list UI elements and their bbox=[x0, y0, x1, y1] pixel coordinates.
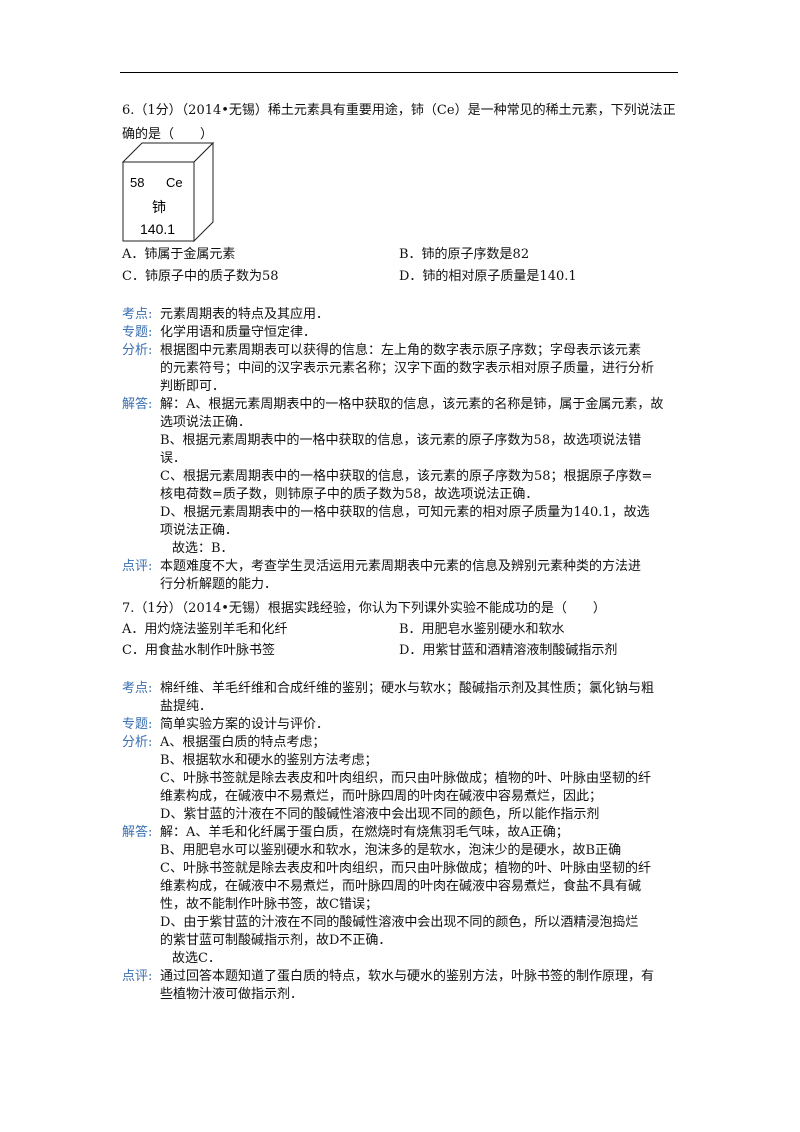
q7-jieda-line: 的紫甘蓝可制酸碱指示剂，故D不正确． bbox=[160, 933, 392, 948]
q6-dianping-line: 本题难度不大，考查学生灵活运用元素周期表中元素的信息及辨别元素种类的方法进 bbox=[160, 559, 642, 574]
q7-fenxi-line: B、根据软水和硬水的鉴别方法考虑； bbox=[160, 753, 378, 768]
q7-zhuanti-label: 专题: bbox=[122, 717, 153, 732]
q7-jieda-line: 解：A、羊毛和化纤属于蛋白质，在燃烧时有烧焦羽毛气味，故A正确； bbox=[160, 825, 569, 840]
q6-dianping-label: 点评: bbox=[122, 559, 153, 574]
q7-jieda-label: 解答: bbox=[122, 825, 153, 840]
q6-jieda-line: D、根据元素周期表中的一格中获取的信息，可知元素的相对原子质量为140.1，故选 bbox=[160, 505, 650, 520]
q7-kaodian-label: 考点: bbox=[122, 681, 153, 696]
q6-fenxi-line: 根据图中元素周期表可以获得的信息：左上角的数字表示原子序数；字母表示该元素 bbox=[160, 343, 642, 358]
q6-jieda-line: C、根据元素周期表中的一格中获取的信息，该元素的原子序数为58；根据原子序数= bbox=[160, 469, 653, 484]
q7-jieda-line: 维素构成，在碱液中不易煮烂，而叶脉四周的叶肉在碱液中容易煮烂，食盐不具有碱 bbox=[160, 879, 642, 894]
q7-fenxi-line: 维素构成，在碱液中不易煮烂，而叶脉四周的叶肉在碱液中容易煮烂，因此； bbox=[160, 789, 603, 804]
cerium-element-tile: 58 Ce 铈 140.1 bbox=[121, 141, 215, 243]
q7-kaodian-line: 棉纤维、羊毛纤维和合成纤维的鉴别；硬水与软水；酸碱指示剂及其性质；氯化钠与粗 bbox=[160, 681, 655, 696]
q7-fenxi-line: D、紫甘蓝的汁液在不同的酸碱性溶液中会出现不同的颜色，所以能作指示剂 bbox=[160, 807, 600, 822]
tile-symbol: Ce bbox=[166, 175, 183, 190]
q6-fenxi-line: 的元素符号；中间的汉字表示元素名称；汉字下面的数字表示相对原子质量，进行分析 bbox=[160, 361, 655, 376]
q7-zhuanti-text: 简单实验方案的设计与评价． bbox=[160, 717, 330, 732]
q7-jieda-answer: 故选C． bbox=[172, 951, 221, 966]
q6-kaodian-text: 元素周期表的特点及其应用． bbox=[160, 307, 330, 322]
q6-options: A．铈属于金属元素 B．铈的原子序数是82 C．铈原子中的质子数为58 D．铈的… bbox=[122, 246, 682, 286]
q6-dianping-line: 行分析解题的能力． bbox=[160, 577, 278, 592]
tile-element-name: 铈 bbox=[152, 199, 166, 216]
q6-fenxi-line: 判断即可． bbox=[160, 379, 226, 394]
q7-fenxi-row: 分析: A、根据蛋白质的特点考虑； B、根据软水和硬水的鉴别方法考虑； C、叶脉… bbox=[122, 734, 682, 824]
q7-options: A．用灼烧法鉴别羊毛和化纤 B．用肥皂水鉴别硬水和软水 C．用食盐水制作叶脉书签… bbox=[122, 621, 682, 660]
q6-jieda-line: 误． bbox=[160, 451, 187, 466]
header-rule bbox=[120, 72, 678, 73]
q6-option-d: D．铈的相对原子质量是140.1 bbox=[399, 269, 577, 284]
q6-jieda-line: 核电荷数=质子数，则铈原子中的质子数为58，故选项说法正确． bbox=[160, 487, 539, 502]
q7-jieda-row: 解答: 解：A、羊毛和化纤属于蛋白质，在燃烧时有烧焦羽毛气味，故A正确； B、用… bbox=[122, 824, 682, 968]
q7-jieda-line: C、叶脉书签就是除去表皮和叶肉组织，而只由叶脉做成；植物的叶、叶脉由坚韧的纤 bbox=[160, 861, 651, 876]
q6-option-c: C．铈原子中的质子数为58 bbox=[122, 269, 279, 284]
q6-analysis: 考点: 元素周期表的特点及其应用． 专题: 化学用语和质量守恒定律． 分析: 根… bbox=[122, 306, 682, 594]
q6-zhuanti-label: 专题: bbox=[122, 325, 153, 340]
q6-kaodian-label: 考点: bbox=[122, 307, 153, 322]
q6-option-a: A．铈属于金属元素 bbox=[122, 247, 236, 262]
q7-fenxi-line: C、叶脉书签就是除去表皮和叶肉组织，而只由叶脉做成；植物的叶、叶脉由坚韧的纤 bbox=[160, 771, 651, 786]
q7-option-a: A．用灼烧法鉴别羊毛和化纤 bbox=[122, 622, 288, 637]
q6-jieda-line: 项说法正确． bbox=[160, 523, 239, 538]
q7-option-d: D．用紫甘蓝和酒精溶液制酸碱指示剂 bbox=[399, 643, 618, 658]
q7-jieda-line: 性，故不能制作叶脉书签，故C错误； bbox=[160, 897, 378, 912]
q7-jieda-line: B、用肥皂水可以鉴别硬水和软水，泡沫多的是软水，泡沫少的是硬水，故B正确 bbox=[160, 843, 622, 858]
tile-atomic-mass: 140.1 bbox=[140, 221, 175, 237]
q7-fenxi-label: 分析: bbox=[122, 735, 153, 750]
q6-jieda-row: 解答: 解：A、根据元素周期表中的一格中获取的信息，该元素的名称是铈，属于金属元… bbox=[122, 396, 682, 558]
q6-jieda-line: 选项说法正确． bbox=[160, 415, 252, 430]
q6-stem: 6.（1分）（2014•无锡）稀土元素具有重要用途，铈（Ce）是一种常见的稀土元… bbox=[122, 102, 682, 144]
q7-stem: 7.（1分）（2014•无锡）根据实践经验，你认为下列课外实验不能成功的是（ ） bbox=[122, 600, 682, 618]
q6-jieda-answer: 故选：B． bbox=[172, 541, 234, 556]
q7-option-c: C．用食盐水制作叶脉书签 bbox=[122, 643, 275, 658]
q7-stem-line: 7.（1分）（2014•无锡）根据实践经验，你认为下列课外实验不能成功的是（ ） bbox=[122, 601, 606, 616]
q6-option-b: B．铈的原子序数是82 bbox=[399, 247, 530, 262]
q7-dianping-label: 点评: bbox=[122, 969, 153, 984]
q7-zhuanti-row: 专题: 简单实验方案的设计与评价． bbox=[122, 716, 682, 734]
q7-jieda-line: D、由于紫甘蓝的汁液在不同的酸碱性溶液中会出现不同的颜色，所以酒精浸泡捣烂 bbox=[160, 915, 639, 930]
q7-kaodian-row: 考点: 棉纤维、羊毛纤维和合成纤维的鉴别；硬水与软水；酸碱指示剂及其性质；氯化钠… bbox=[122, 680, 682, 716]
q6-jieda-label: 解答: bbox=[122, 397, 153, 412]
q6-fenxi-row: 分析: 根据图中元素周期表可以获得的信息：左上角的数字表示原子序数；字母表示该元… bbox=[122, 342, 682, 396]
q7-dianping-line: 通过回答本题知道了蛋白质的特点，软水与硬水的鉴别方法，叶脉书签的制作原理，有 bbox=[160, 969, 655, 984]
q7-option-b: B．用肥皂水鉴别硬水和软水 bbox=[399, 622, 565, 637]
q6-fenxi-label: 分析: bbox=[122, 343, 153, 358]
q6-stem-line1: 6.（1分）（2014•无锡）稀土元素具有重要用途，铈（Ce）是一种常见的稀土元… bbox=[122, 103, 676, 118]
q6-zhuanti-row: 专题: 化学用语和质量守恒定律． bbox=[122, 324, 682, 342]
q7-kaodian-line: 盐提纯． bbox=[160, 699, 213, 714]
q6-dianping-row: 点评: 本题难度不大，考查学生灵活运用元素周期表中元素的信息及辨别元素种类的方法… bbox=[122, 558, 682, 594]
q6-zhuanti-text: 化学用语和质量守恒定律． bbox=[160, 325, 317, 340]
q6-jieda-line: 解：A、根据元素周期表中的一格中获取的信息，该元素的名称是铈，属于金属元素，故 bbox=[160, 397, 664, 412]
q7-analysis: 考点: 棉纤维、羊毛纤维和合成纤维的鉴别；硬水与软水；酸碱指示剂及其性质；氯化钠… bbox=[122, 680, 682, 1004]
q6-jieda-line: B、根据元素周期表中的一格中获取的信息，该元素的原子序数为58，故选项说法错 bbox=[160, 433, 642, 448]
q6-stem-line2: 确的是（ ） bbox=[122, 127, 214, 142]
q7-dianping-line: 些植物汁液可做指示剂． bbox=[160, 987, 304, 1002]
tile-atomic-number: 58 bbox=[130, 175, 144, 190]
q6-kaodian-row: 考点: 元素周期表的特点及其应用． bbox=[122, 306, 682, 324]
q7-fenxi-line: A、根据蛋白质的特点考虑； bbox=[160, 735, 326, 750]
q7-dianping-row: 点评: 通过回答本题知道了蛋白质的特点，软水与硬水的鉴别方法，叶脉书签的制作原理… bbox=[122, 968, 682, 1004]
